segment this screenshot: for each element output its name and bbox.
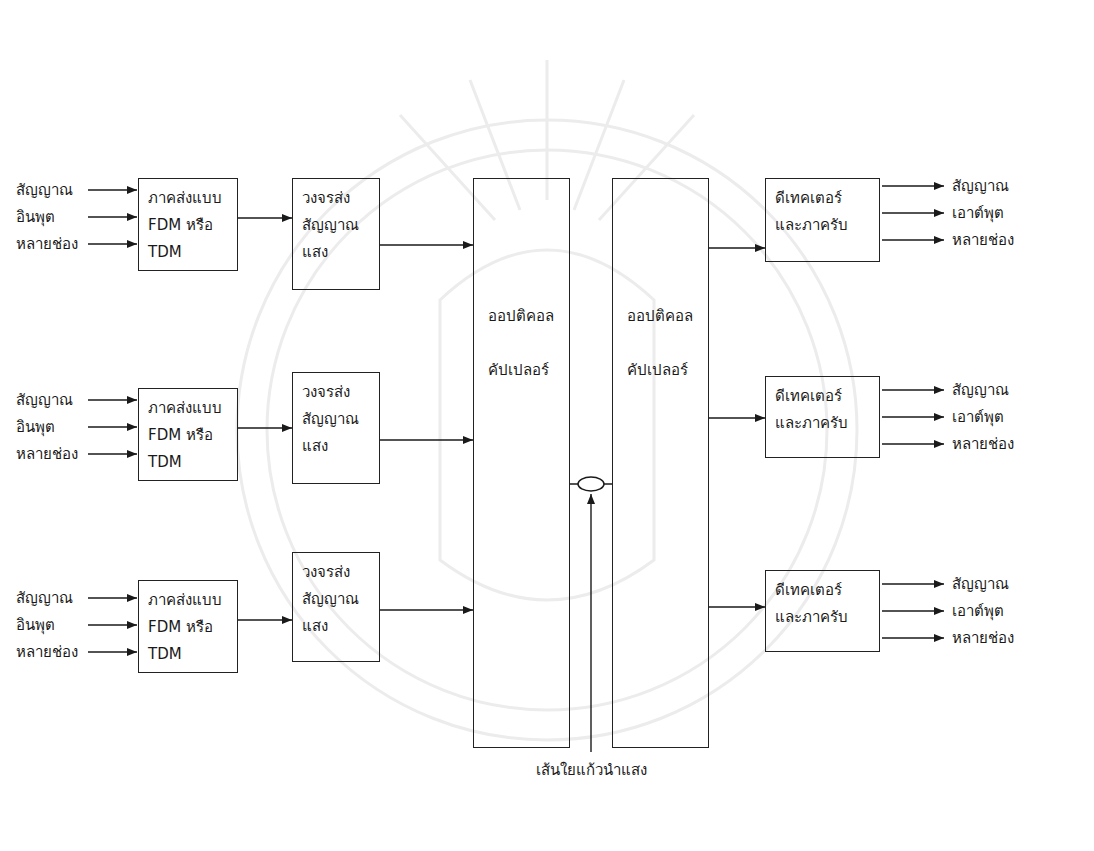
transmit-box: ภาคส่งแบบ FDM หรือ TDM xyxy=(138,580,238,673)
coupler: ออปติคอล คัปเปลอร์ xyxy=(473,178,570,748)
signal-arrow xyxy=(380,439,473,440)
optical-tx-box: วงจรส่ง สัญญาณ แสง xyxy=(292,178,380,290)
box-text: ออปติคอล คัปเปลอร์ xyxy=(488,289,560,397)
watermark-emblem xyxy=(237,60,857,740)
fiber-leader xyxy=(590,494,591,752)
signal-arrow xyxy=(709,417,765,418)
signal-label: สัญญาณ xyxy=(16,177,73,204)
signal-label: เอาต์พุต xyxy=(952,200,1004,227)
connector-layer xyxy=(238,218,765,620)
box-text: วงจรส่ง สัญญาณ แสง xyxy=(302,185,370,266)
box-text: วงจรส่ง สัญญาณ แสง xyxy=(302,559,370,640)
signal-arrow xyxy=(380,244,473,245)
output-arrows xyxy=(882,186,944,638)
signal-label: สัญญาณ xyxy=(16,585,73,612)
signal-label: เอาต์พุต xyxy=(952,404,1004,431)
signal-label: สัญญาณ xyxy=(952,377,1009,404)
receiver-box: ดีเทคเตอร์ และภาครับ xyxy=(765,376,880,458)
signal-label: หลายช่อง xyxy=(16,639,78,666)
box-text: ดีเทคเตอร์ และภาครับ xyxy=(775,383,870,437)
optical-tx-box: วงจรส่ง สัญญาณ แสง xyxy=(292,372,380,484)
signal-label: หลายช่อง xyxy=(16,231,78,258)
signal-arrow xyxy=(709,606,765,607)
box-text: ภาคส่งแบบ FDM หรือ TDM xyxy=(148,395,228,476)
transmit-box: ภาคส่งแบบ FDM หรือ TDM xyxy=(138,388,238,481)
box-text: วงจรส่ง สัญญาณ แสง xyxy=(302,379,370,460)
box-text: ดีเทคเตอร์ และภาครับ xyxy=(775,185,870,239)
signal-label: สัญญาณ xyxy=(952,173,1009,200)
signal-label: หลายช่อง xyxy=(952,227,1014,254)
fiber-label: เส้นใยแก้วนำแสง xyxy=(533,757,650,784)
signal-arrow xyxy=(238,427,292,428)
signal-label: อินพุต xyxy=(16,204,55,231)
fiber-coil xyxy=(578,477,604,491)
box-text: ออปติคอล คัปเปลอร์ xyxy=(627,289,699,397)
signal-arrow xyxy=(709,247,765,248)
signal-label: หลายช่อง xyxy=(16,441,78,468)
box-text: ดีเทคเตอร์ และภาครับ xyxy=(775,577,870,631)
signal-label: หลายช่อง xyxy=(952,431,1014,458)
signal-label: เอาต์พุต xyxy=(952,598,1004,625)
signal-label: อินพุต xyxy=(16,414,55,441)
signal-label: สัญญาณ xyxy=(952,571,1009,598)
coupler: ออปติคอล คัปเปลอร์ xyxy=(612,178,709,748)
optical-tx-box: วงจรส่ง สัญญาณ แสง xyxy=(292,552,380,662)
receiver-box: ดีเทคเตอร์ และภาครับ xyxy=(765,570,880,652)
signal-label: อินพุต xyxy=(16,612,55,639)
box-text: ภาคส่งแบบ FDM หรือ TDM xyxy=(148,185,228,266)
input-arrows xyxy=(88,190,137,652)
signal-arrow xyxy=(238,217,292,218)
signal-label: หลายช่อง xyxy=(952,625,1014,652)
receiver-box: ดีเทคเตอร์ และภาครับ xyxy=(765,178,880,262)
box-text: ภาคส่งแบบ FDM หรือ TDM xyxy=(148,587,228,668)
signal-arrow xyxy=(238,619,292,620)
signal-label: สัญญาณ xyxy=(16,387,73,414)
transmit-box: ภาคส่งแบบ FDM หรือ TDM xyxy=(138,178,238,271)
signal-arrow xyxy=(380,609,473,610)
